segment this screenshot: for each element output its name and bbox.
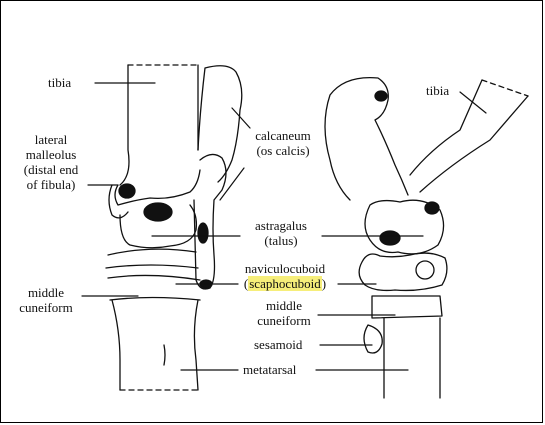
label-lateral-malleolus-line2: malleolus xyxy=(25,147,77,162)
left-metatarsal xyxy=(111,299,199,391)
right-sesamoid xyxy=(363,324,383,354)
label-tibia-right: tibia xyxy=(426,83,450,98)
right-tibia-shaft xyxy=(409,79,529,193)
label-tibia-left: tibia xyxy=(48,75,72,90)
right-tibia-top-dashed xyxy=(481,79,529,97)
label-astragalus: astragalus (talus) xyxy=(240,218,322,248)
right-view-bones xyxy=(324,76,529,399)
label-calcaneum: calcaneum (os calcis) xyxy=(240,128,326,158)
left-astragalus xyxy=(119,204,198,249)
label-middle-cuneiform-left-line1: middle xyxy=(27,285,65,300)
label-naviculocuboid-block: naviculocuboid (scaphocuboid) xyxy=(236,261,334,291)
right-astragalus xyxy=(364,199,445,255)
label-scaphocuboid: scaphocuboid xyxy=(248,276,322,291)
right-astragalus-shadow-2 xyxy=(379,230,401,246)
leader-lines xyxy=(81,82,487,371)
left-cuneiform xyxy=(107,274,201,301)
label-calcaneum-line1: calcaneum xyxy=(255,128,311,143)
label-metatarsal: metatarsal xyxy=(243,362,297,377)
right-calcaneum xyxy=(324,76,409,201)
leader-calcaneum xyxy=(231,107,251,129)
label-naviculocuboid: naviculocuboid xyxy=(244,261,326,276)
label-astragalus-line1: astragalus xyxy=(255,218,307,233)
right-cuneiform xyxy=(371,295,443,319)
label-scaphocuboid-line: (scaphocuboid) xyxy=(243,276,327,291)
right-naviculocuboid xyxy=(358,252,448,292)
left-view-bones xyxy=(105,64,243,391)
label-lateral-malleolus-line4: of fibula) xyxy=(26,177,76,192)
label-middle-cuneiform-right-line1: middle xyxy=(265,298,303,313)
right-metatarsal xyxy=(383,317,441,399)
right-astragalus-shadow xyxy=(424,201,440,215)
left-naviculocuboid xyxy=(105,248,199,269)
left-tibia-shaft xyxy=(119,64,199,186)
left-tarsal-shadow xyxy=(197,222,209,244)
left-lateral-tarsals xyxy=(193,153,227,290)
label-astragalus-line2: (talus) xyxy=(264,233,298,248)
label-middle-cuneiform-right: middle cuneiform xyxy=(248,298,320,328)
left-astragalus-ridge xyxy=(143,202,173,222)
left-calcaneum xyxy=(197,65,243,183)
right-cuboid-facet xyxy=(415,260,435,280)
leader-os-calcis xyxy=(219,167,245,201)
label-sesamoid: sesamoid xyxy=(254,337,303,352)
label-middle-cuneiform-left: middle cuneiform xyxy=(10,285,82,315)
label-middle-cuneiform-left-line2: cuneiform xyxy=(19,300,73,315)
right-calcaneum-tip xyxy=(374,90,388,102)
label-lateral-malleolus-line1: lateral xyxy=(34,132,68,147)
left-malleolus-notch xyxy=(118,183,136,199)
label-calcaneum-line2: (os calcis) xyxy=(256,143,310,158)
label-lateral-malleolus: lateral malleolus (distal end of fibula) xyxy=(18,132,84,192)
label-middle-cuneiform-right-line2: cuneiform xyxy=(257,313,311,328)
label-lateral-malleolus-line3: (distal end xyxy=(23,162,79,177)
left-lateral-malleolus xyxy=(108,184,129,219)
leader-tibia-right xyxy=(459,91,487,114)
left-distal-tibia xyxy=(114,169,201,206)
